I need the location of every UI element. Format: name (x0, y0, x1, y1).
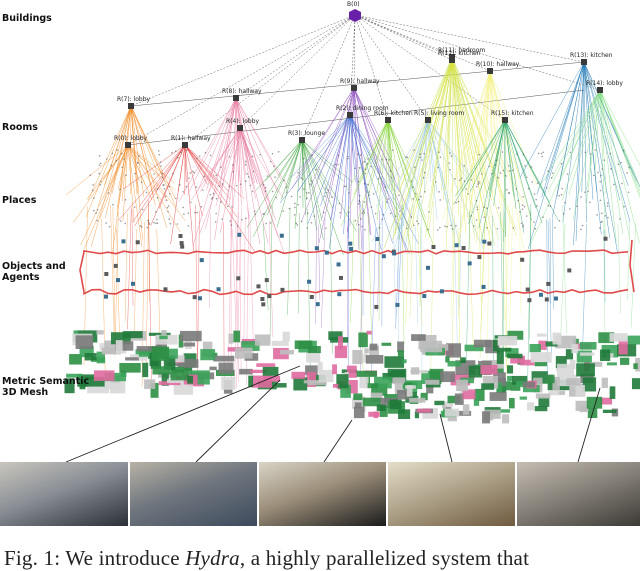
piano-room-photo (259, 462, 386, 526)
room-node: R(15): kitchen (491, 110, 534, 123)
room-node: R(12): kitchen (438, 50, 481, 63)
study-room-photo (0, 462, 128, 526)
layer-label-mesh: Metric Semantic 3D Mesh (2, 376, 89, 398)
room-node-label: R(7): lobby (117, 96, 151, 103)
room-node-label: R(1): hallway (171, 135, 211, 142)
room-node-label: R(13): kitchen (570, 52, 613, 59)
room-node: R(13): kitchen (570, 52, 613, 65)
room-node: R(1): hallway (171, 135, 211, 148)
room-node-label: R(14): lobby (586, 80, 623, 87)
layer-label-rooms: Rooms (2, 122, 38, 133)
photo-strip (0, 462, 640, 526)
room-node-label: R(15): kitchen (491, 110, 534, 117)
hallway-photo (388, 462, 515, 526)
room-node: R(4): lobby (226, 118, 260, 131)
room-node-label: R(10): hallway (476, 61, 520, 68)
room-node-label: R(3): lounge (288, 130, 325, 137)
room-node: R(7): lobby (117, 96, 151, 109)
layer-label-buildings: Buildings (2, 13, 52, 24)
lounge-chairs-photo (130, 462, 257, 526)
layer-label-places: Places (2, 195, 36, 206)
room-node-label: R(9): hallway (340, 78, 380, 85)
figure-caption: Fig. 1: We introduce Hydra, a highly par… (4, 546, 529, 571)
room-node-label: R(4): lobby (226, 118, 260, 125)
building-node-marker (349, 9, 361, 22)
building-node-label: B(0) (347, 1, 360, 8)
stairs-photo (517, 462, 640, 526)
room-node-label: R(6): kitchen (374, 110, 413, 117)
layer-label-objects: Objects and Agents (2, 261, 66, 283)
room-node: R(8): hallway (222, 88, 262, 101)
caption-suffix: , a highly parallelized system that (240, 546, 529, 570)
caption-emphasis: Hydra (185, 546, 240, 570)
room-node: R(6): kitchen (374, 110, 413, 123)
room-node-label: R(8): hallway (222, 88, 262, 95)
building-node: B(0) (347, 1, 361, 22)
room-node-label: R(0): lobby (114, 135, 148, 142)
room-node-label: R(12): kitchen (438, 50, 481, 57)
room-node-label: R(5): living room (414, 110, 464, 117)
caption-prefix: Fig. 1: We introduce (4, 546, 185, 570)
room-node: R(9): hallway (340, 78, 380, 91)
